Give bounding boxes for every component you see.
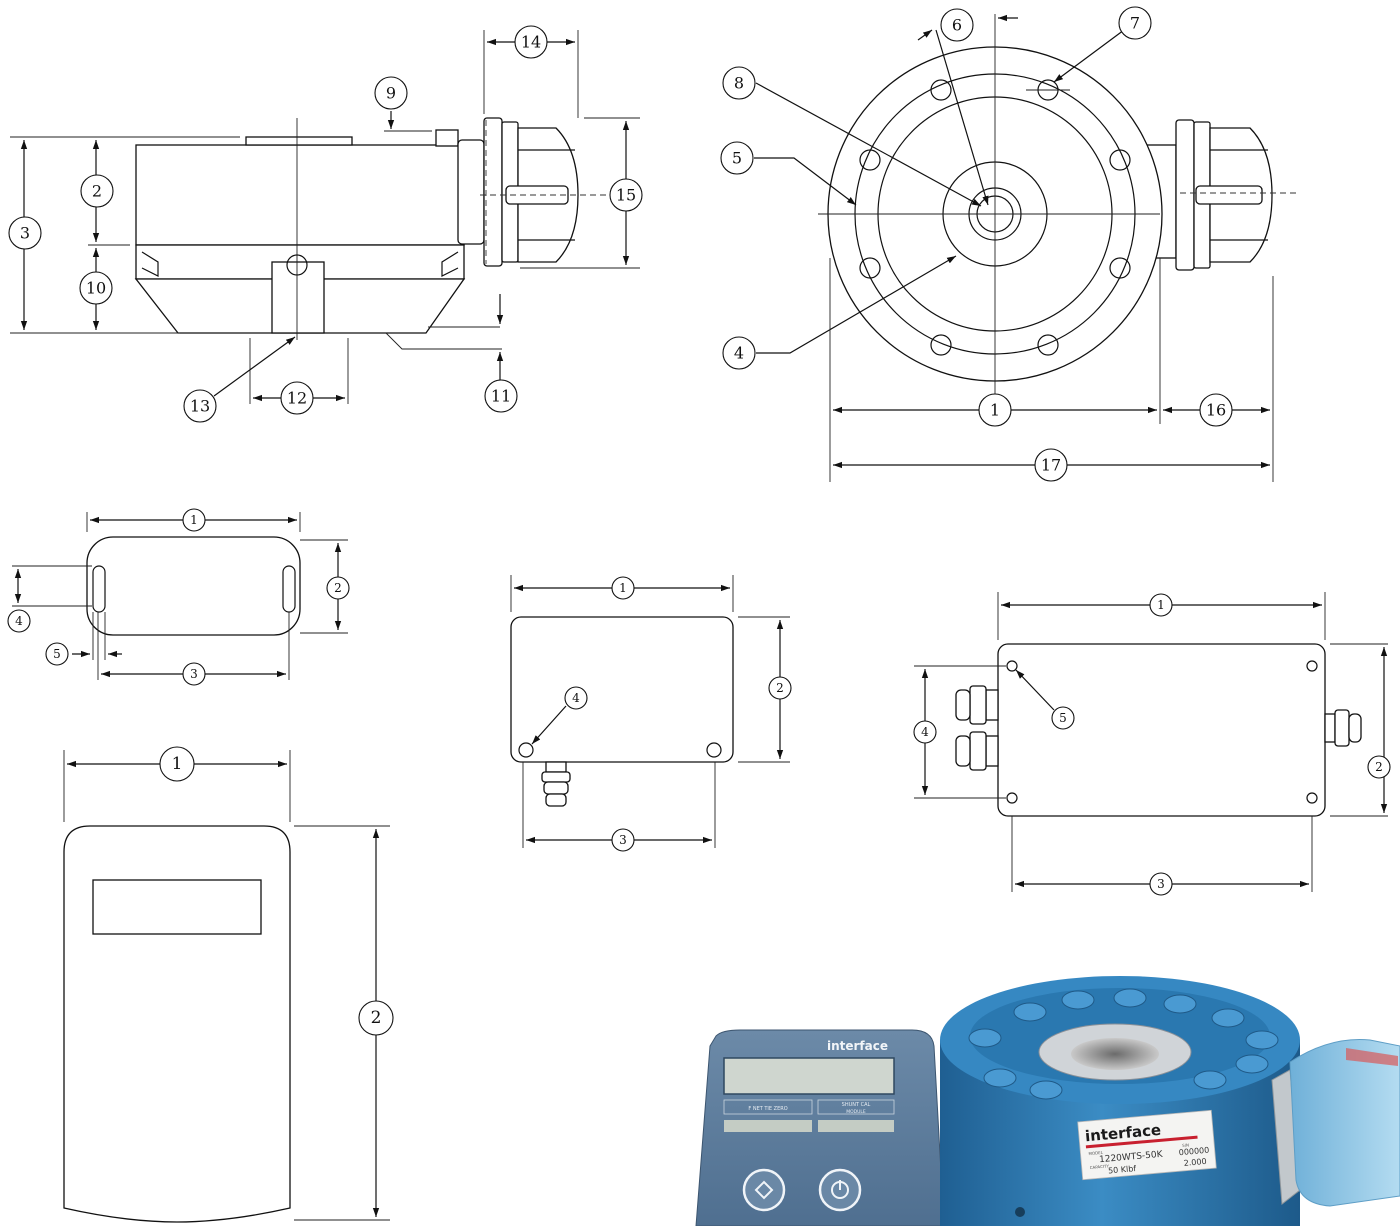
handheld-display-callouts: 1 2 bbox=[159, 746, 394, 1036]
callout-16: 16 bbox=[1206, 401, 1226, 420]
photo-display-keys-left: F NET TIE ZERO bbox=[748, 1106, 787, 1112]
junction-box-small-view bbox=[510, 575, 790, 848]
callout-1: 1 bbox=[172, 754, 183, 774]
photo-connector-cap bbox=[1271, 1039, 1400, 1207]
callout-5: 5 bbox=[53, 647, 61, 661]
photo-label-sn-caption: S/N bbox=[1182, 1142, 1189, 1148]
product-photo: interface F NET TIE ZERO SHUNT CAL MODUL… bbox=[695, 976, 1400, 1226]
callout-10: 10 bbox=[86, 279, 106, 298]
callout-4: 4 bbox=[921, 725, 929, 739]
callout-4: 4 bbox=[15, 614, 23, 628]
callout-14: 14 bbox=[521, 33, 541, 52]
load-cell-top-view bbox=[754, 14, 1300, 482]
bracket-view bbox=[12, 512, 348, 680]
load-cell-side-callouts: 3 2 10 9 14 15 11 12 13 bbox=[8, 25, 643, 423]
photo-label-plate: interface S/N MODEL 1220WTS-50K 000000 C… bbox=[1077, 1109, 1217, 1181]
callout-13: 13 bbox=[190, 397, 210, 416]
photo-label-output: 2.000 bbox=[1183, 1157, 1207, 1168]
bolt-hole-pattern bbox=[859, 79, 1131, 356]
junction-box-large-callouts: 1 2 3 4 5 bbox=[913, 593, 1391, 896]
callout-5: 5 bbox=[1059, 711, 1067, 725]
callout-1: 1 bbox=[1157, 598, 1165, 612]
callout-1: 1 bbox=[990, 401, 1000, 420]
callout-2: 2 bbox=[371, 1008, 382, 1028]
callout-5: 5 bbox=[732, 149, 742, 168]
photo-label-serial: 000000 bbox=[1178, 1146, 1209, 1158]
callout-1: 1 bbox=[619, 581, 627, 595]
callout-15: 15 bbox=[616, 186, 636, 205]
callout-2: 2 bbox=[1375, 760, 1383, 774]
callout-1: 1 bbox=[190, 513, 198, 527]
junction-box-small-callouts: 1 2 3 4 bbox=[564, 576, 792, 852]
photo-display-tare-button bbox=[742, 1168, 786, 1212]
callout-7: 7 bbox=[1130, 14, 1140, 33]
bracket-callouts: 1 2 3 4 5 bbox=[7, 508, 350, 686]
photo-display-keys-right-sub: MODULE bbox=[846, 1109, 866, 1115]
callout-11: 11 bbox=[491, 387, 511, 406]
callout-2: 2 bbox=[334, 581, 342, 595]
callout-3: 3 bbox=[1157, 877, 1165, 891]
callout-2: 2 bbox=[92, 182, 102, 201]
callout-12: 12 bbox=[287, 389, 307, 408]
load-cell-side-view bbox=[10, 30, 640, 404]
callout-17: 17 bbox=[1041, 456, 1061, 475]
photo-load-cell: interface S/N MODEL 1220WTS-50K 000000 C… bbox=[940, 976, 1400, 1226]
photo-bolt-heads bbox=[968, 988, 1279, 1100]
photo-label-capacity: 50 Klbf bbox=[1108, 1164, 1137, 1175]
callout-3: 3 bbox=[20, 224, 30, 243]
callout-9: 9 bbox=[386, 84, 396, 103]
photo-display-keys-right: SHUNT CAL bbox=[842, 1102, 871, 1108]
callout-8: 8 bbox=[734, 74, 744, 93]
load-cell-top-callouts: 6 7 8 5 4 1 16 17 bbox=[720, 6, 1233, 482]
callout-3: 3 bbox=[190, 667, 198, 681]
handheld-display-view bbox=[63, 750, 390, 1223]
callout-2: 2 bbox=[776, 681, 784, 695]
callout-3: 3 bbox=[619, 833, 627, 847]
photo-handheld-display: interface F NET TIE ZERO SHUNT CAL MODUL… bbox=[695, 1029, 945, 1226]
callout-6: 6 bbox=[952, 16, 962, 35]
photo-display-brand: interface bbox=[827, 1039, 888, 1053]
callout-4: 4 bbox=[734, 344, 744, 363]
photo-label-capacity-caption: CAPACITY bbox=[1090, 1163, 1110, 1170]
photo-label-model-caption: MODEL bbox=[1088, 1150, 1104, 1156]
callout-4: 4 bbox=[572, 691, 580, 705]
junction-box-large-view bbox=[914, 592, 1388, 892]
